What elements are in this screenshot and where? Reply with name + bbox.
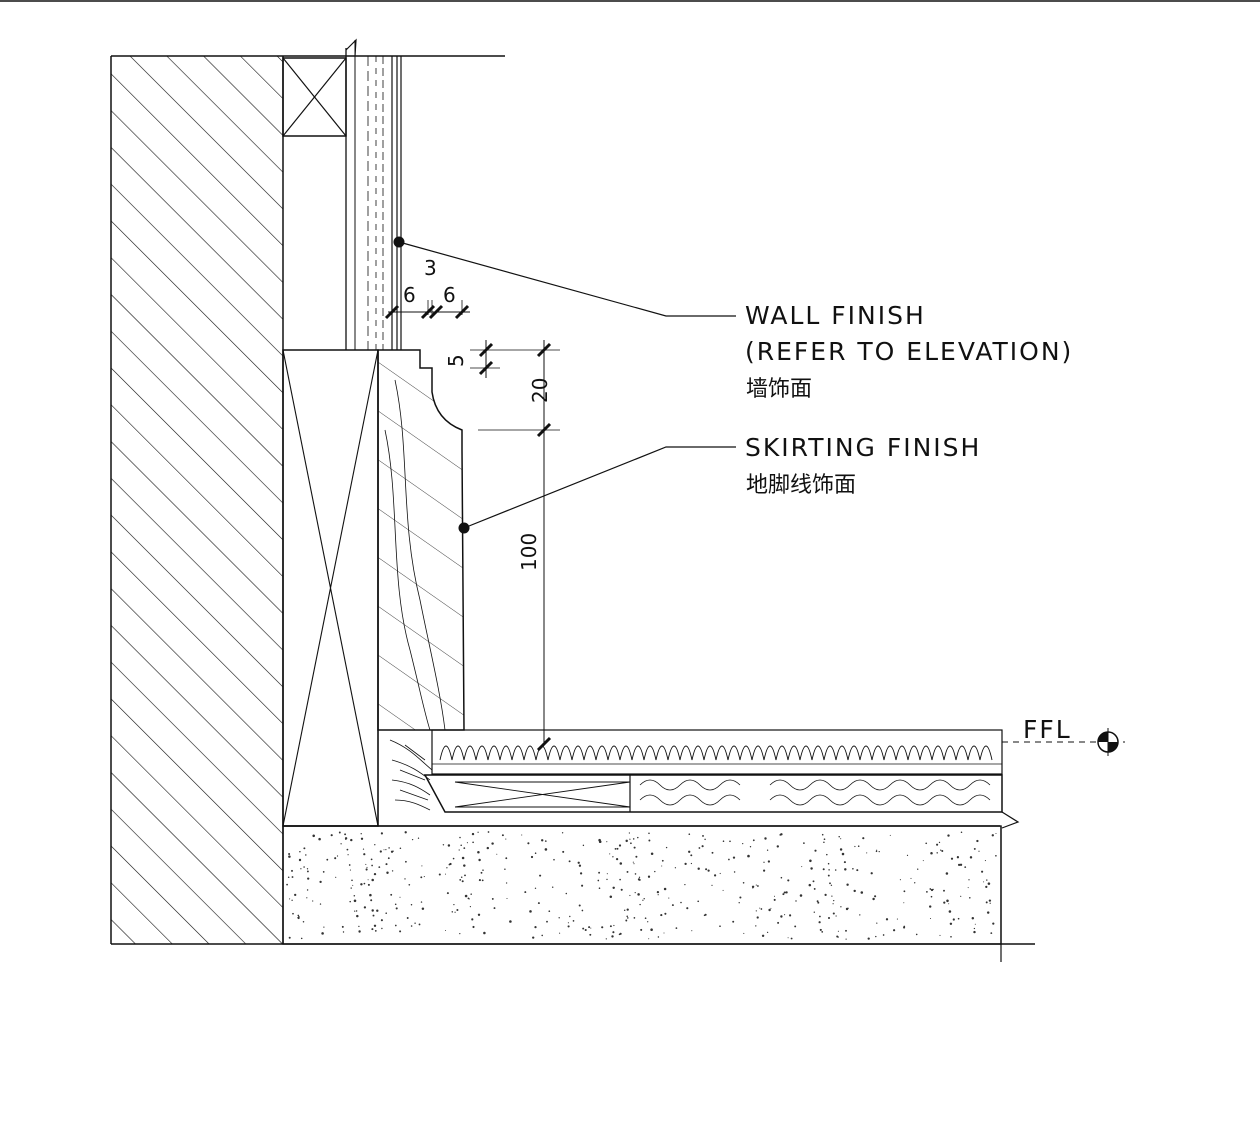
dim-6-left: 6 [403, 283, 416, 307]
wall-finish-cn-label: 墙饰面 [746, 377, 812, 402]
concrete-speckle [286, 831, 997, 940]
skirting-finish-cn-label: 地脚线饰面 [746, 473, 856, 498]
wall-finish-layers [345, 38, 402, 350]
skirting-finish-label: SKIRTING FINISH [745, 433, 981, 462]
dim-5: 5 [444, 354, 468, 367]
concrete-slab [282, 825, 1002, 962]
skirting-board [377, 349, 465, 731]
dim-20: 20 [528, 378, 552, 403]
top-timber-batten [282, 57, 347, 137]
skirting-finish-leader [458, 446, 736, 534]
ffl-level-marker-icon [1097, 728, 1119, 756]
wall-finish-ref-label: (REFER TO ELEVATION) [745, 337, 1073, 366]
wall-finish-label: WALL FINISH [745, 301, 926, 330]
wall-finish-leader [393, 236, 736, 317]
floor-underlay [423, 774, 1020, 829]
wall-layer-dimensions [384, 300, 470, 320]
dim-3: 3 [424, 256, 437, 280]
lower-timber-batten [282, 349, 379, 827]
dim-6-right: 6 [443, 283, 456, 307]
ffl-label: FFL [1023, 715, 1072, 744]
carpet-gripper [389, 739, 433, 811]
carpet-floor-finish [431, 729, 1003, 775]
dim-100: 100 [517, 533, 541, 571]
skirting-height-dimensions [470, 340, 560, 752]
masonry-wall [110, 55, 1035, 945]
